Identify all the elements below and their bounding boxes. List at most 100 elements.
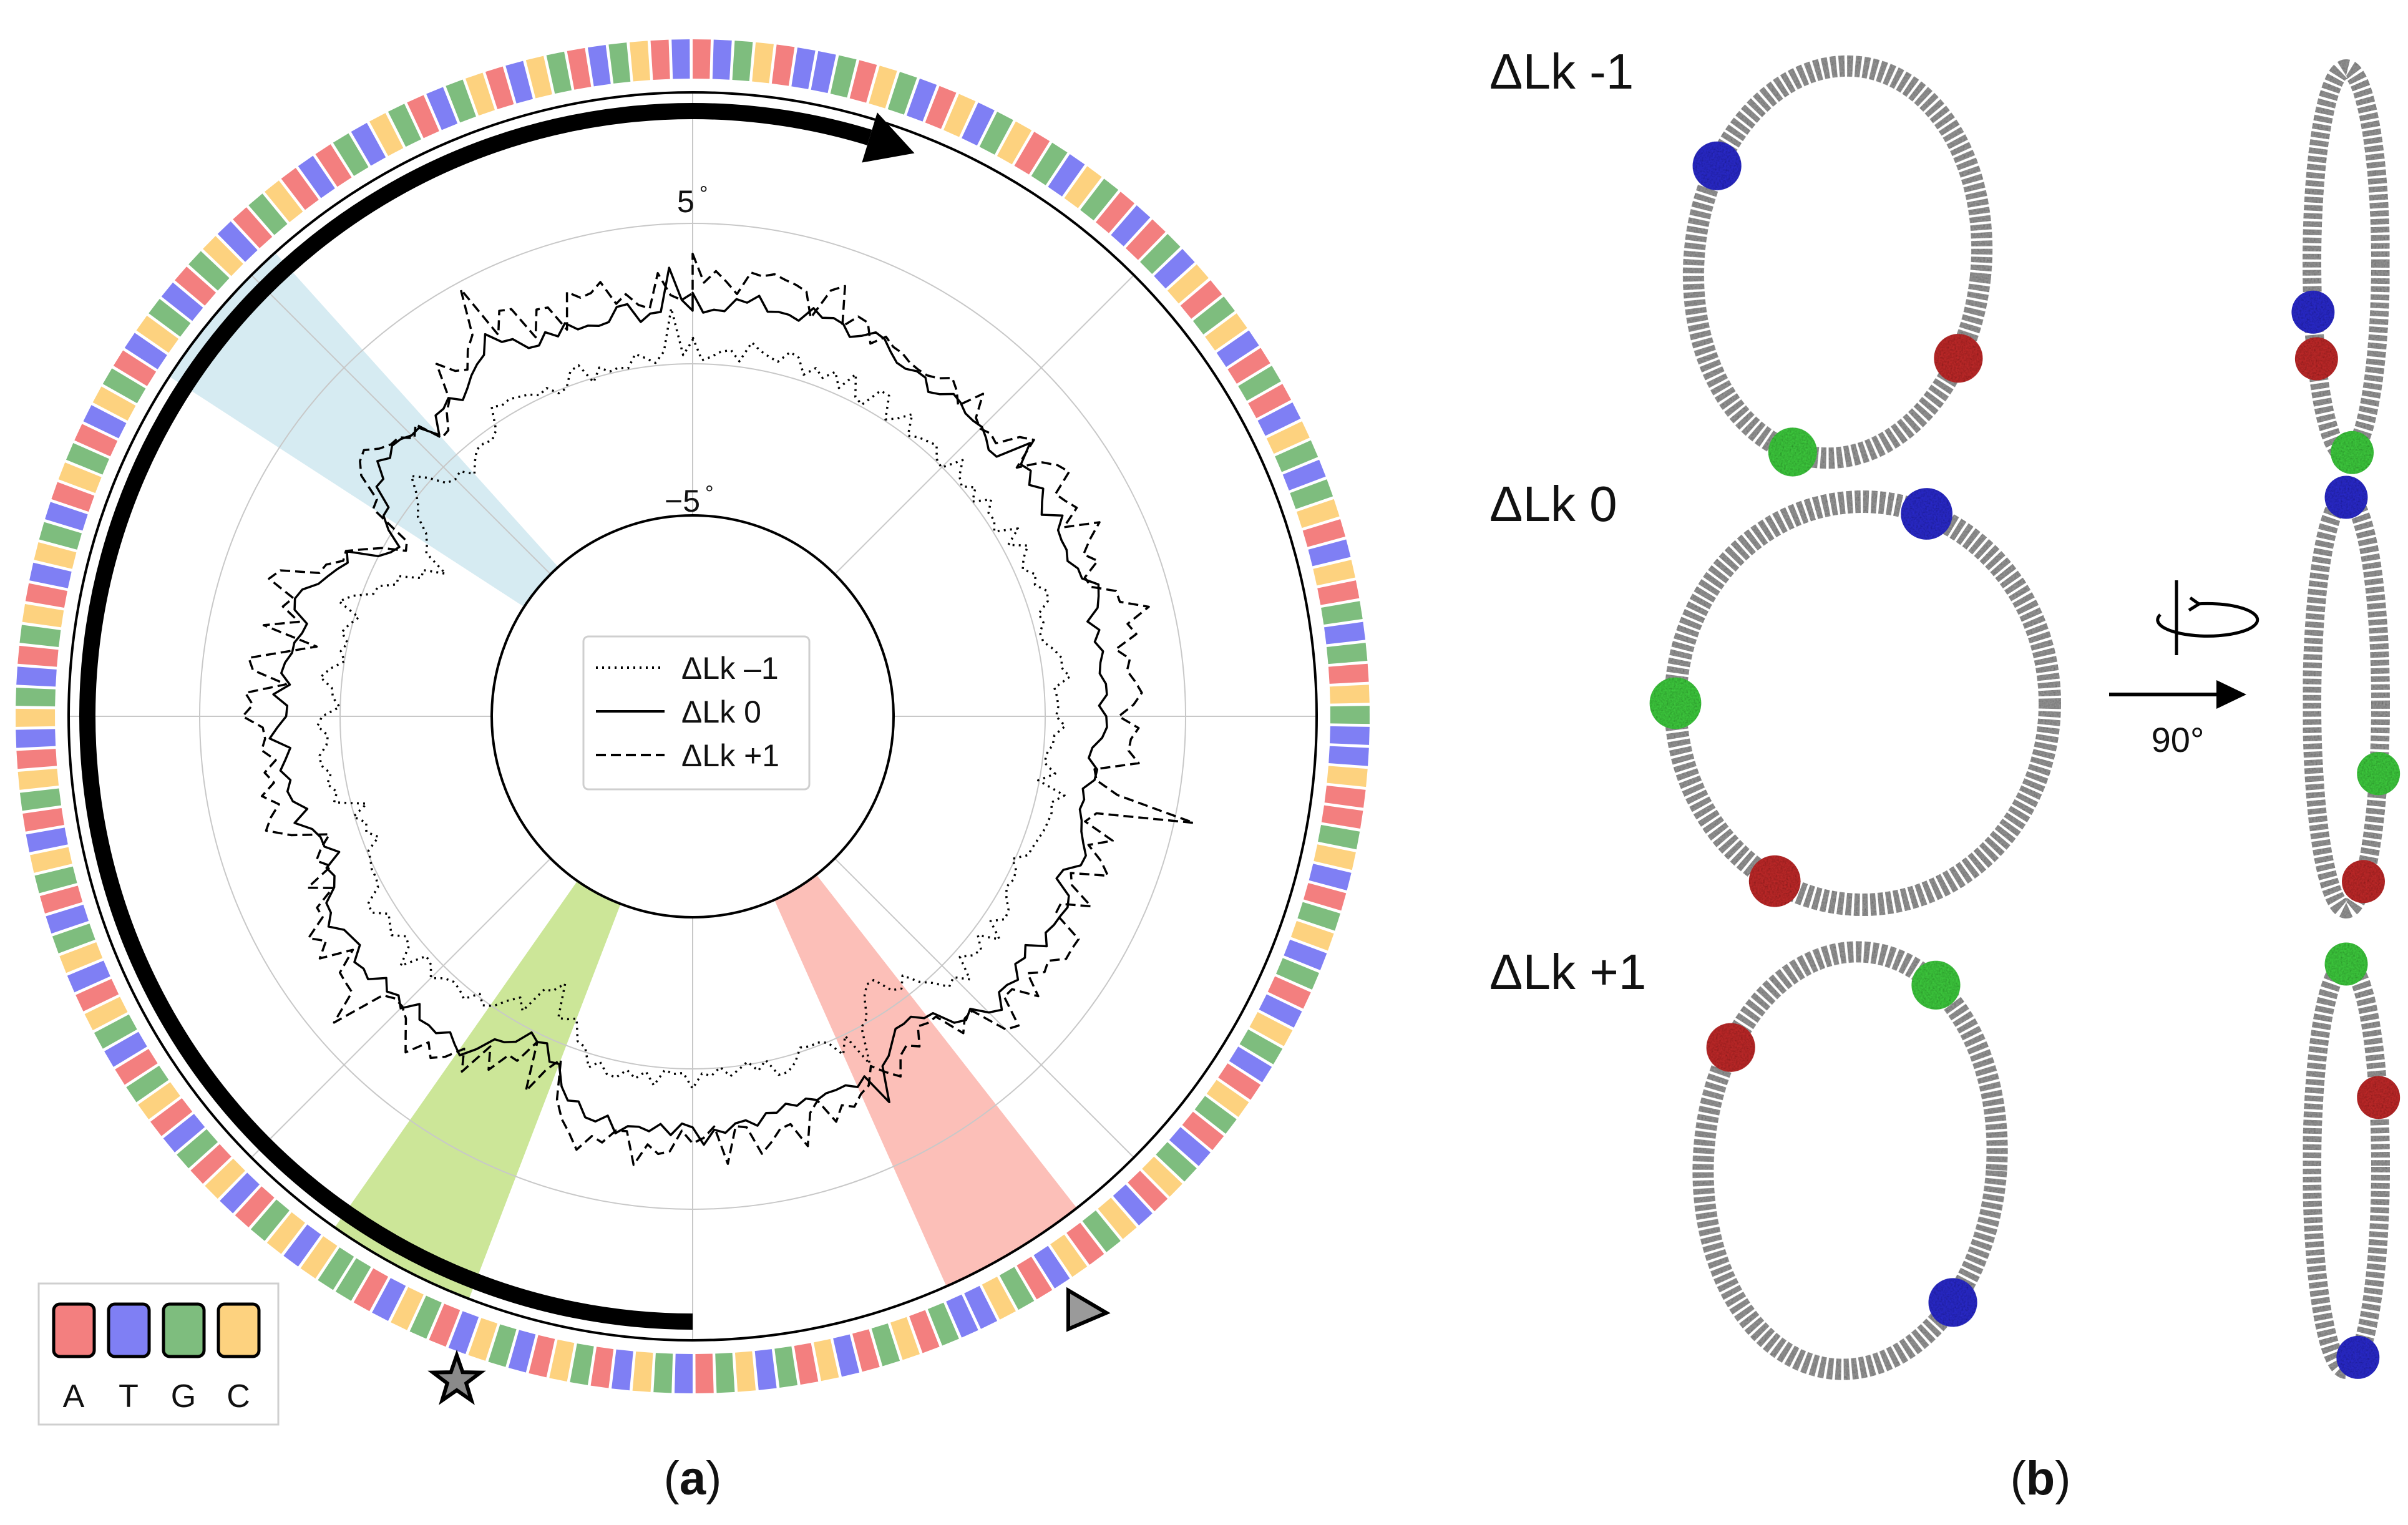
highlight-blue: [2291, 290, 2335, 334]
sequence-base-segment: [39, 522, 82, 550]
panel-b-label: (b): [2010, 1452, 2070, 1505]
panel-a-label: (a): [664, 1452, 722, 1505]
sequence-base-segment: [1329, 685, 1370, 704]
sequence-base-segment: [999, 1267, 1035, 1310]
sequence-base-segment: [962, 102, 995, 146]
legend-box: [582, 635, 811, 791]
sequence-base-segment: [1328, 663, 1369, 684]
sequence-base-segment: [830, 55, 857, 98]
ring-dlk-0-front: [1649, 488, 2061, 916]
sequence-base-segment: [150, 1098, 193, 1136]
sequence-base-segment: [59, 942, 103, 973]
sequence-base-segment: [1128, 1171, 1168, 1212]
sequence-base-segment: [525, 56, 552, 99]
sequence-base-segment: [869, 66, 897, 109]
sequence-base-segment: [220, 1172, 260, 1214]
sequence-base-segment: [1098, 1197, 1137, 1239]
rotation-angle-label: 90°: [2152, 720, 2205, 759]
sequence-base-segment: [281, 168, 319, 210]
highlight-green: [1768, 427, 1817, 477]
profile-dlk-minus1: [316, 307, 1071, 1090]
sequence-base-segment: [1238, 366, 1281, 401]
sequence-base-segment: [1313, 560, 1355, 586]
sequence-base-segment: [177, 1129, 218, 1169]
sequence-base-segment: [546, 51, 572, 94]
sequence-base-segment: [1290, 920, 1334, 951]
sequence-base-segment: [1259, 994, 1302, 1028]
sequence-base-segment: [94, 1014, 137, 1049]
sequence-base-segment: [715, 1353, 735, 1393]
sequence-base-segment: [391, 1287, 424, 1330]
sequence-base-segment: [982, 1277, 1016, 1320]
sequence-base-segment: [149, 299, 191, 337]
sequence-base-segment: [1194, 1096, 1237, 1134]
sequence-base-segment: [632, 1351, 653, 1392]
sequence-base-segment: [318, 1247, 354, 1290]
profile-dlk-0: [268, 266, 1108, 1146]
sequence-base-segment: [1267, 976, 1311, 1009]
sequence-base-segment: [590, 1347, 614, 1388]
sequence-base-segment: [448, 1311, 479, 1355]
sequence-base-segment: [163, 1114, 205, 1152]
sequence-base-segment: [19, 625, 61, 647]
sequence-base-segment: [1317, 580, 1360, 605]
sequence-base-segment: [1276, 958, 1320, 990]
ring-dlk-minus1-front: [1682, 55, 1993, 477]
sequence-base-segment: [1326, 643, 1368, 665]
sequence-base-segment: [67, 960, 110, 993]
highlight-green: [1911, 960, 1961, 1010]
sequence-base-segment: [1206, 1079, 1249, 1118]
sequence-base-segment: [1296, 499, 1340, 529]
highlight-sector-red: [774, 874, 1077, 1287]
row-label-0: ΔLk 0: [1489, 476, 1617, 532]
backbone: [2303, 955, 2390, 1379]
sequence-base-segment: [1080, 178, 1119, 221]
radial-tick-inner: −5°: [665, 482, 714, 519]
sequence-base-segment: [30, 847, 72, 873]
sequence-base-segment: [1096, 192, 1135, 233]
sequence-base-segment: [16, 708, 56, 727]
sequence-base-segment: [979, 111, 1013, 155]
sequence-base-segment: [852, 1329, 880, 1372]
sequence-base-segment: [45, 502, 88, 531]
backbone: [2303, 488, 2390, 918]
sequence-base-segment: [369, 113, 404, 156]
sequence-base-segment: [871, 1323, 900, 1367]
sequence-base-segment: [372, 1278, 406, 1322]
highlight-red: [2357, 1076, 2401, 1119]
ring-dlk-minus1-side: [2291, 59, 2390, 474]
sequence-base-segment: [1169, 1127, 1211, 1166]
highlight-blue: [1692, 141, 1742, 190]
sequence-base-segment: [175, 266, 217, 306]
sequence-base-segment: [997, 121, 1032, 165]
strand-arc: [79, 103, 872, 1330]
base-key-letter-c: C: [227, 1378, 250, 1415]
grid-spoke: [834, 857, 1134, 1158]
sequence-base-segment: [51, 482, 95, 512]
sequence-base-segment: [909, 1310, 940, 1353]
sequence-base-segment: [429, 1303, 461, 1347]
sequence-base-segment: [1167, 264, 1209, 304]
sequence-base-segment: [126, 1065, 169, 1103]
sequence-base-segment: [34, 866, 77, 894]
sequence-base-segment: [1140, 233, 1181, 275]
sequence-base-segment: [388, 104, 421, 147]
legend-label-0: ΔLk 0: [681, 694, 761, 729]
highlight-green: [2357, 752, 2401, 796]
sequence-base-segment: [1321, 805, 1363, 829]
base-key-swatch-t: [107, 1302, 151, 1358]
sequence-base-segment: [1142, 1156, 1182, 1197]
sequence-base-segment: [712, 39, 732, 80]
sequence-base-segment: [1314, 844, 1356, 870]
sequence-base-segment: [17, 768, 59, 790]
sequence-base-segment: [190, 1144, 232, 1184]
sequence-base-segment: [943, 94, 976, 137]
sequence-base-segment: [104, 1031, 147, 1067]
highlight-sector-green: [334, 880, 621, 1299]
base-key-swatch-g: [162, 1302, 206, 1358]
sequence-base-segment: [671, 39, 690, 79]
sequence-base-segment: [752, 42, 774, 84]
sequence-base-segment: [468, 1318, 498, 1361]
sequence-base-segment: [1031, 142, 1068, 185]
